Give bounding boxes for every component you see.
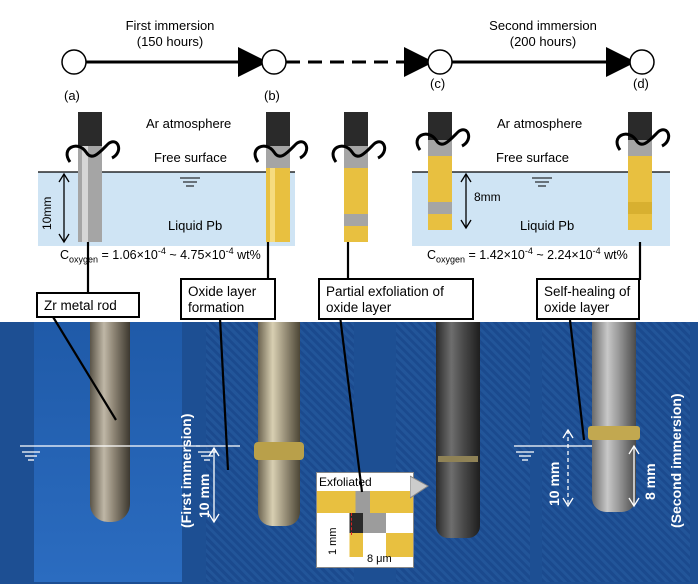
first-immersion-hours: (150 hours) bbox=[136, 34, 204, 49]
second-immersion-hours: (200 hours) bbox=[509, 34, 577, 49]
holder-tongs bbox=[65, 128, 671, 163]
photo-a-rod bbox=[90, 322, 130, 522]
timeline-arrows bbox=[61, 47, 655, 77]
inset-title: Exfoliated bbox=[319, 475, 372, 489]
schematic-diagram bbox=[38, 112, 671, 246]
stage-a-letter: (a) bbox=[64, 88, 80, 103]
stage-b-letter: (b) bbox=[264, 88, 280, 103]
photo-annotations bbox=[20, 428, 640, 524]
depth-arrow-left bbox=[58, 172, 70, 244]
ar-atmosphere-right: Ar atmosphere bbox=[497, 116, 583, 131]
rod-d bbox=[628, 112, 652, 230]
callout-oxide-formation: Oxide layer formation bbox=[180, 278, 276, 320]
callout-self-healing: Self-healing of oxide layer bbox=[536, 278, 640, 320]
photo-a bbox=[34, 322, 182, 582]
callout-exfoliation: Partial exfoliation of oxide layer bbox=[318, 278, 474, 320]
free-surface-symbol-left bbox=[180, 177, 200, 187]
rod-a bbox=[78, 112, 102, 242]
oxygen-concentration-left: Coxygen = 1.06×10-4 ~ 4.75×10-4 wt% bbox=[60, 246, 261, 265]
rod-c bbox=[428, 112, 452, 230]
depth-arrow-right bbox=[460, 172, 472, 230]
oxygen-concentration-right: Coxygen = 1.42×10-4 ~ 2.24×10-4 wt% bbox=[427, 246, 628, 265]
photo-d bbox=[542, 322, 690, 582]
callout-zr-rod: Zr metal rod bbox=[36, 292, 140, 318]
photo-d-oxide-band bbox=[588, 426, 640, 440]
photo-b bbox=[206, 322, 354, 582]
ar-atmosphere-left: Ar atmosphere bbox=[146, 116, 232, 131]
photo-panel: (First immersion) 10 mm 10 mm 8 mm (Seco… bbox=[0, 322, 698, 584]
photo-c-residue bbox=[438, 456, 478, 462]
depth-label-right: 8mm bbox=[474, 190, 501, 204]
liquid-pb-right bbox=[412, 172, 670, 246]
first-immersion-label: First immersion bbox=[125, 18, 215, 33]
free-surface-left: Free surface bbox=[154, 150, 227, 165]
photo-d-rod bbox=[592, 322, 636, 512]
inset-pointer bbox=[410, 475, 429, 499]
photo-c bbox=[396, 322, 530, 582]
stage-c-letter: (c) bbox=[430, 76, 446, 91]
exfoliation-inset: Exfoliated 1 mm 8 μm bbox=[316, 472, 414, 568]
liquid-pb-right-label: Liquid Pb bbox=[520, 218, 575, 233]
second-immersion-label: Second immersion bbox=[489, 18, 597, 33]
photo-b-oxide-band bbox=[254, 442, 304, 460]
inset-scale-h: 8 μm bbox=[367, 553, 392, 565]
stage-d-letter: (d) bbox=[633, 76, 649, 91]
stage-d-node bbox=[629, 49, 655, 75]
photo-b-rod bbox=[258, 322, 300, 526]
liquid-pb-left-label: Liquid Pb bbox=[168, 218, 223, 233]
free-surface-symbol-right bbox=[532, 177, 552, 187]
photo-c-rod bbox=[436, 322, 480, 538]
free-surface-right: Free surface bbox=[496, 150, 569, 165]
